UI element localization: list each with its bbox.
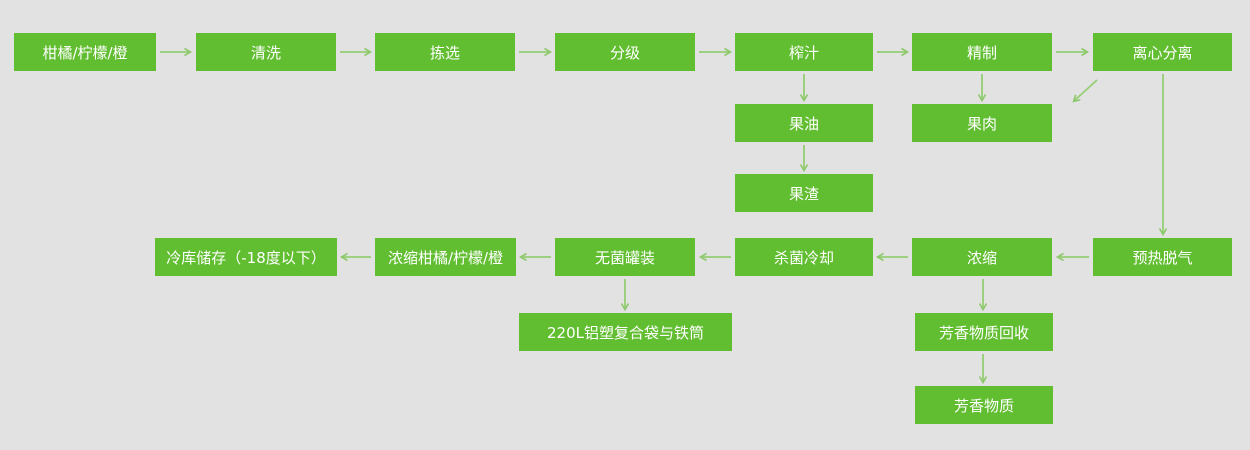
node-grading: 分级 bbox=[555, 33, 695, 71]
node-bag-and-drum: 220L铝塑复合袋与铁筒 bbox=[519, 313, 732, 351]
node-citrus-raw: 柑橘/柠檬/橙 bbox=[14, 33, 156, 71]
node-sorting: 拣选 bbox=[375, 33, 515, 71]
node-refining: 精制 bbox=[912, 33, 1052, 71]
node-juicing: 榨汁 bbox=[735, 33, 873, 71]
node-preheat-degassing: 预热脱气 bbox=[1093, 238, 1232, 276]
node-concentrated-citrus: 浓缩柑橘/柠檬/橙 bbox=[375, 238, 516, 276]
node-fruit-pomace: 果渣 bbox=[735, 174, 873, 212]
node-aroma-substance: 芳香物质 bbox=[915, 386, 1053, 424]
node-aroma-recovery: 芳香物质回收 bbox=[915, 313, 1053, 351]
node-aseptic-filling: 无菌罐装 bbox=[555, 238, 695, 276]
node-sterilize-cool: 杀菌冷却 bbox=[735, 238, 873, 276]
node-fruit-pulp: 果肉 bbox=[912, 104, 1052, 142]
node-concentration: 浓缩 bbox=[912, 238, 1052, 276]
node-fruit-oil: 果油 bbox=[735, 104, 873, 142]
arrow-centrifuge-to-pulp bbox=[1074, 79, 1098, 101]
node-cold-storage: 冷库储存（-18度以下） bbox=[155, 238, 337, 276]
node-washing: 清洗 bbox=[196, 33, 336, 71]
node-centrifugal-separation: 离心分离 bbox=[1093, 33, 1232, 71]
